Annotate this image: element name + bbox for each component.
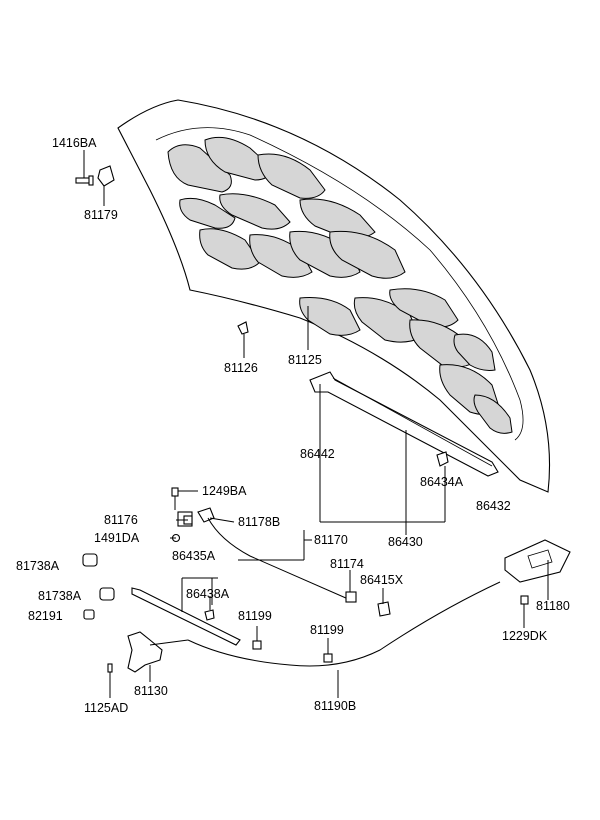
label-86432: 86432 bbox=[476, 499, 511, 513]
label-81170: 81170 bbox=[314, 533, 348, 547]
leader-lines bbox=[83, 150, 549, 698]
nut-82191 bbox=[83, 609, 95, 620]
label-86438a: 86438A bbox=[186, 587, 230, 601]
clip-81199-2 bbox=[323, 653, 333, 663]
label-1491da: 1491DA bbox=[94, 531, 140, 545]
clip-81199-1 bbox=[252, 640, 262, 650]
clip-86438a bbox=[204, 609, 215, 621]
label-81176: 81176 bbox=[104, 513, 138, 527]
bumper-81738a-1 bbox=[82, 553, 98, 567]
hood-inner-frame bbox=[167, 136, 513, 434]
bolt-1249ba bbox=[171, 487, 179, 510]
bolt-1416ba bbox=[75, 175, 94, 186]
label-1416ba: 1416BA bbox=[52, 136, 97, 150]
label-82191: 82191 bbox=[28, 609, 63, 623]
seal-strip-86435a bbox=[131, 587, 241, 646]
label-81178b: 81178B bbox=[238, 515, 280, 529]
label-81174: 81174 bbox=[330, 557, 364, 571]
label-1125ad: 1125AD bbox=[84, 701, 128, 715]
grommet-81174 bbox=[345, 591, 357, 603]
label-86442: 86442 bbox=[300, 447, 335, 461]
hood-stay-rod bbox=[309, 371, 499, 477]
label-86435a: 86435A bbox=[172, 549, 216, 563]
release-cable-81190b bbox=[187, 581, 501, 667]
label-81190b: 81190B bbox=[314, 699, 356, 713]
hood-latch-81130 bbox=[127, 631, 189, 673]
clip-86415x bbox=[377, 601, 391, 617]
label-86430: 86430 bbox=[388, 535, 423, 549]
bumper-81179 bbox=[97, 165, 115, 187]
hood-panel bbox=[117, 99, 551, 493]
bolt-1125ad bbox=[107, 663, 113, 673]
label-86415x: 86415X bbox=[360, 573, 404, 587]
label-81738a-2: 81738A bbox=[38, 589, 82, 603]
bolt-1229dk bbox=[520, 595, 529, 618]
stay-clip-86434a bbox=[436, 451, 449, 467]
label-81738a-1: 81738A bbox=[16, 559, 60, 573]
label-86434a: 86434A bbox=[420, 475, 464, 489]
label-81179: 81179 bbox=[84, 208, 118, 222]
bumper-81738a-2 bbox=[99, 587, 115, 601]
striker-81180 bbox=[504, 539, 571, 583]
bracket-81176 bbox=[177, 511, 193, 527]
label-81130: 81130 bbox=[134, 684, 168, 698]
label-81126: 81126 bbox=[224, 361, 258, 375]
label-81125: 81125 bbox=[288, 353, 322, 367]
label-1229dk: 1229DK bbox=[502, 629, 548, 643]
label-81199-1: 81199 bbox=[238, 609, 272, 623]
part-labels: 1416BA 81179 81126 81125 86442 86434A 86… bbox=[16, 136, 570, 715]
label-81199-2: 81199 bbox=[310, 623, 344, 637]
clip-81126 bbox=[237, 321, 249, 335]
label-1249ba: 1249BA bbox=[202, 484, 247, 498]
label-81180: 81180 bbox=[536, 599, 570, 613]
